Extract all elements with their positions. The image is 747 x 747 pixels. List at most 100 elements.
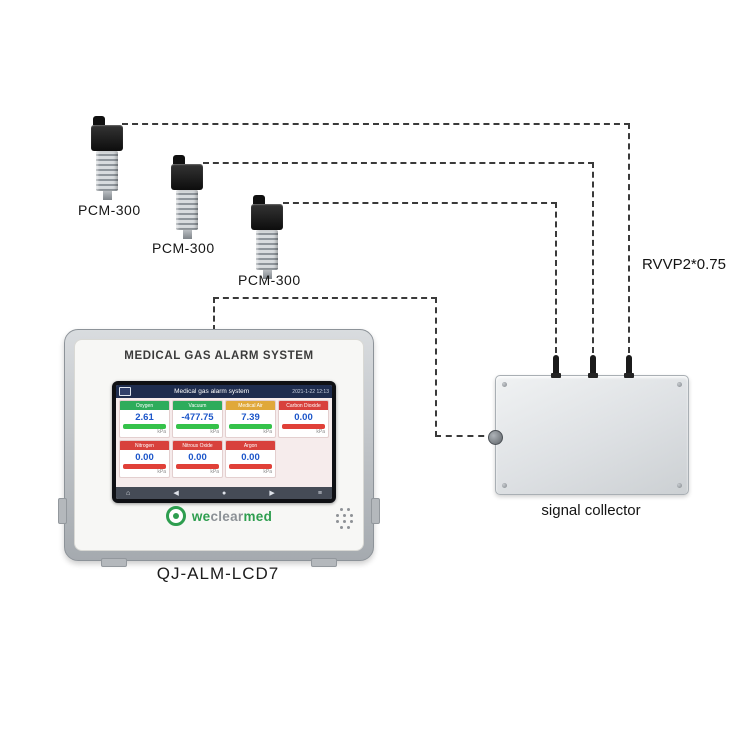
- screw-icon: [677, 382, 682, 387]
- cable-sensor2-vertical: [592, 162, 594, 353]
- panel-title: MEDICAL GAS ALARM SYSTEM: [124, 350, 314, 362]
- cable-panel-horizontal: [213, 297, 437, 299]
- panel-face: MEDICAL GAS ALARM SYSTEM Medical gas ala…: [74, 339, 364, 551]
- mounting-tab: [311, 558, 337, 567]
- gas-name: Oxygen: [120, 401, 169, 410]
- signal-collector-label: signal collector: [541, 502, 641, 519]
- tile-row-2: Nitrogen 0.00 kPa Nitrous Oxide 0.00 kPa: [119, 440, 329, 478]
- sensor-connector-cap: [251, 204, 283, 230]
- gas-value: 0.00: [135, 451, 154, 463]
- gas-alarm-panel: MEDICAL GAS ALARM SYSTEM Medical gas ala…: [58, 329, 380, 567]
- gas-unit: kPa: [263, 469, 272, 475]
- sensor-connector-cap: [91, 125, 123, 151]
- gas-unit: kPa: [157, 429, 166, 435]
- gas-unit: kPa: [210, 429, 219, 435]
- sensor-3-label: PCM-300: [238, 272, 301, 288]
- gas-tile-nitrogen: Nitrogen 0.00 kPa: [119, 440, 170, 478]
- gas-tile-oxygen: Oxygen 2.61 kPa: [119, 400, 170, 438]
- status-bar: [123, 464, 166, 469]
- cable-type-label: RVVP2*0.75: [642, 256, 726, 273]
- sensor-thread-tip: [262, 270, 272, 279]
- gas-unit: kPa: [210, 469, 219, 475]
- gas-name: Nitrous Oxide: [173, 441, 222, 450]
- cable-gland-icon: [93, 116, 105, 125]
- sensor-connector-cap: [171, 164, 203, 190]
- sensor-1-label: PCM-300: [78, 202, 141, 218]
- antenna-icon: [588, 355, 598, 378]
- screw-icon: [677, 483, 682, 488]
- sensor-body: [256, 230, 278, 270]
- gas-name: Medical Air: [226, 401, 275, 410]
- cable-gland-icon: [173, 155, 185, 164]
- sensor-thread-tip: [102, 191, 112, 200]
- status-bar: [123, 424, 166, 429]
- brand-logo-text: weclearmed: [192, 509, 272, 524]
- screw-icon: [502, 483, 507, 488]
- screen-footer: ⌂ ◀ ● ▶ ≡: [116, 487, 332, 499]
- status-bar: [176, 424, 219, 429]
- status-bar: [229, 464, 272, 469]
- gas-name: Carbon Dioxide: [279, 401, 328, 410]
- cable-sensor1-vertical: [628, 123, 630, 353]
- cable-panel-down: [435, 297, 437, 437]
- antenna-icon: [624, 355, 634, 378]
- cable-sensor3-horizontal: [283, 202, 557, 204]
- sensor-body: [96, 151, 118, 191]
- pressure-sensor-3: [250, 195, 284, 279]
- record-icon: ●: [221, 489, 227, 497]
- menu-icon: ≡: [317, 489, 322, 497]
- next-icon: ▶: [269, 490, 275, 497]
- screen-content: Medical gas alarm system 2021-1-22 12:13…: [116, 385, 332, 499]
- mounting-tab: [58, 498, 67, 524]
- prev-icon: ◀: [173, 490, 179, 497]
- screen-title: Medical gas alarm system: [174, 388, 250, 395]
- gas-tile-medical-air: Medical Air 7.39 kPa: [225, 400, 276, 438]
- gas-tile-vacuum: Vacuum -477.75 kPa: [172, 400, 223, 438]
- gas-tile-argon: Argon 0.00 kPa: [225, 440, 276, 478]
- sensor-thread-tip: [182, 230, 192, 239]
- status-bar: [282, 424, 325, 429]
- gas-unit: kPa: [316, 429, 325, 435]
- gas-name: Argon: [226, 441, 275, 450]
- gas-unit: kPa: [263, 429, 272, 435]
- cable-connector-icon: [488, 430, 503, 445]
- gas-value: 0.00: [188, 451, 207, 463]
- gas-name: Nitrogen: [120, 441, 169, 450]
- mounting-tab: [101, 558, 127, 567]
- sensor-2-label: PCM-300: [152, 240, 215, 256]
- gas-value: 0.00: [241, 451, 260, 463]
- signal-status-icon: [119, 387, 131, 396]
- tile-row-1: Oxygen 2.61 kPa Vacuum -477.75 kPa: [119, 400, 329, 438]
- sensor-body: [176, 190, 198, 230]
- brand-med: med: [243, 508, 273, 524]
- gas-value: 0.00: [294, 411, 313, 423]
- gas-tiles-area: Oxygen 2.61 kPa Vacuum -477.75 kPa: [116, 398, 332, 487]
- gas-unit: kPa: [157, 469, 166, 475]
- brand-clear: clear: [210, 508, 244, 524]
- gas-value: -477.75: [181, 411, 214, 423]
- cable-gland-icon: [253, 195, 265, 204]
- home-icon: ⌂: [126, 489, 131, 497]
- status-bar: [176, 464, 219, 469]
- pressure-sensor-1: [90, 116, 124, 200]
- status-bar: [229, 424, 272, 429]
- brand-we: we: [191, 508, 211, 524]
- speaker-grille: [336, 508, 353, 529]
- antenna-icon: [551, 355, 561, 378]
- screen-datetime: 2021-1-22 12:13: [292, 388, 329, 395]
- mounting-tab: [371, 498, 380, 524]
- screen-header: Medical gas alarm system 2021-1-22 12:13: [116, 385, 332, 398]
- signal-collector: [488, 355, 689, 495]
- gas-value: 7.39: [241, 411, 260, 423]
- lcd-screen: Medical gas alarm system 2021-1-22 12:13…: [112, 381, 336, 503]
- screw-icon: [502, 382, 507, 387]
- gas-tile-carbon-dioxide: Carbon Dioxide 0.00 kPa: [278, 400, 329, 438]
- brand-logo: weclearmed: [75, 506, 363, 526]
- cable-sensor1-horizontal: [122, 123, 630, 125]
- cable-panel-up: [213, 297, 215, 331]
- pressure-sensor-2: [170, 155, 204, 239]
- cable-panel-to-collector: [435, 435, 495, 437]
- cable-sensor3-vertical: [555, 202, 557, 353]
- gas-name: Vacuum: [173, 401, 222, 410]
